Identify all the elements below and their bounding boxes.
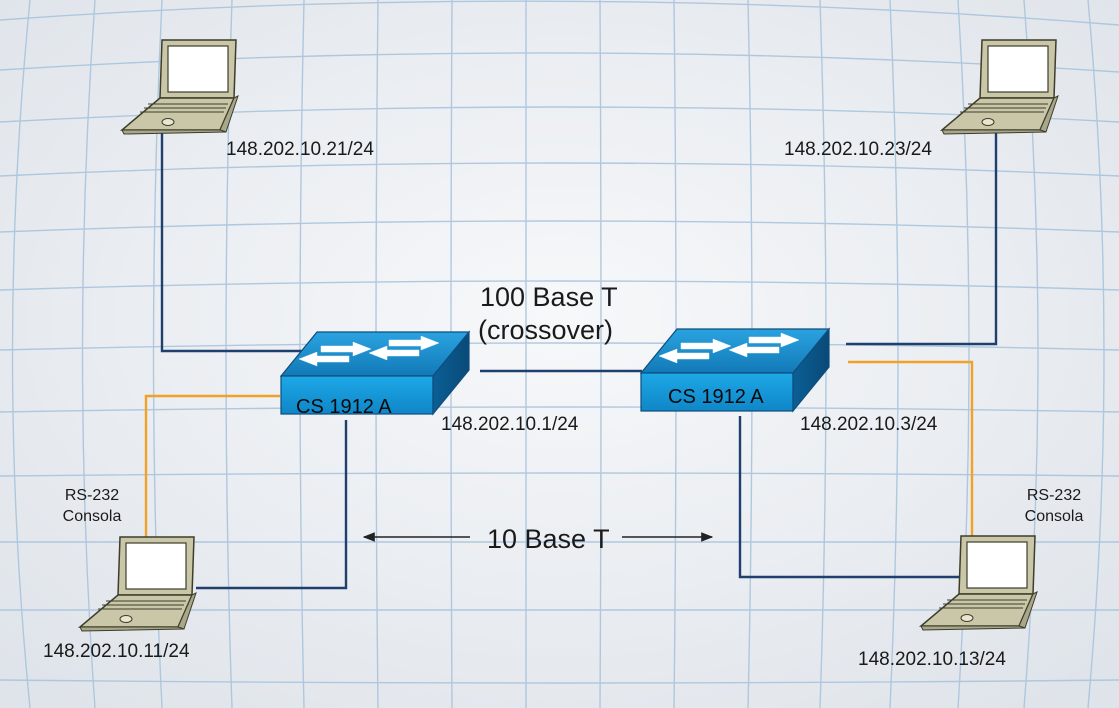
ip-switch-a: 148.202.10.1/24 (441, 414, 579, 435)
switch-a-label: CS 1912 A (296, 396, 392, 418)
ip-top-left: 148.202.10.21/24 (226, 139, 374, 160)
console-cable-right (848, 360, 974, 542)
ip-switch-b: 148.202.10.3/24 (800, 414, 938, 435)
cable-switch-a-to-bottom-left (196, 420, 348, 590)
console-left-line2: Consola (62, 508, 122, 525)
cable-top-left-to-switch-a (160, 130, 310, 353)
console-label-left: RS-232 Consola (54, 485, 130, 527)
cable-switch-b-to-bottom-right (738, 416, 960, 579)
console-right-line1: RS-232 (1026, 487, 1082, 504)
link-100-label-line2: (crossover) (478, 315, 614, 345)
switch-b-label: CS 1912 A (668, 386, 764, 408)
console-right-line2: Consola (1024, 508, 1084, 525)
cable-top-right-to-switch-b (846, 130, 998, 346)
console-left-line1: RS-232 (64, 487, 120, 504)
ip-top-right: 148.202.10.23/24 (784, 139, 932, 160)
ip-bottom-right: 148.202.10.13/24 (858, 649, 1006, 670)
console-cable-left (144, 394, 280, 540)
console-label-right: RS-232 Consola (1016, 485, 1092, 527)
link-10-label: 10 Base T (487, 524, 610, 554)
ip-bottom-left: 148.202.10.11/24 (43, 641, 190, 662)
link-100-label-line1: 100 Base T (480, 282, 618, 312)
